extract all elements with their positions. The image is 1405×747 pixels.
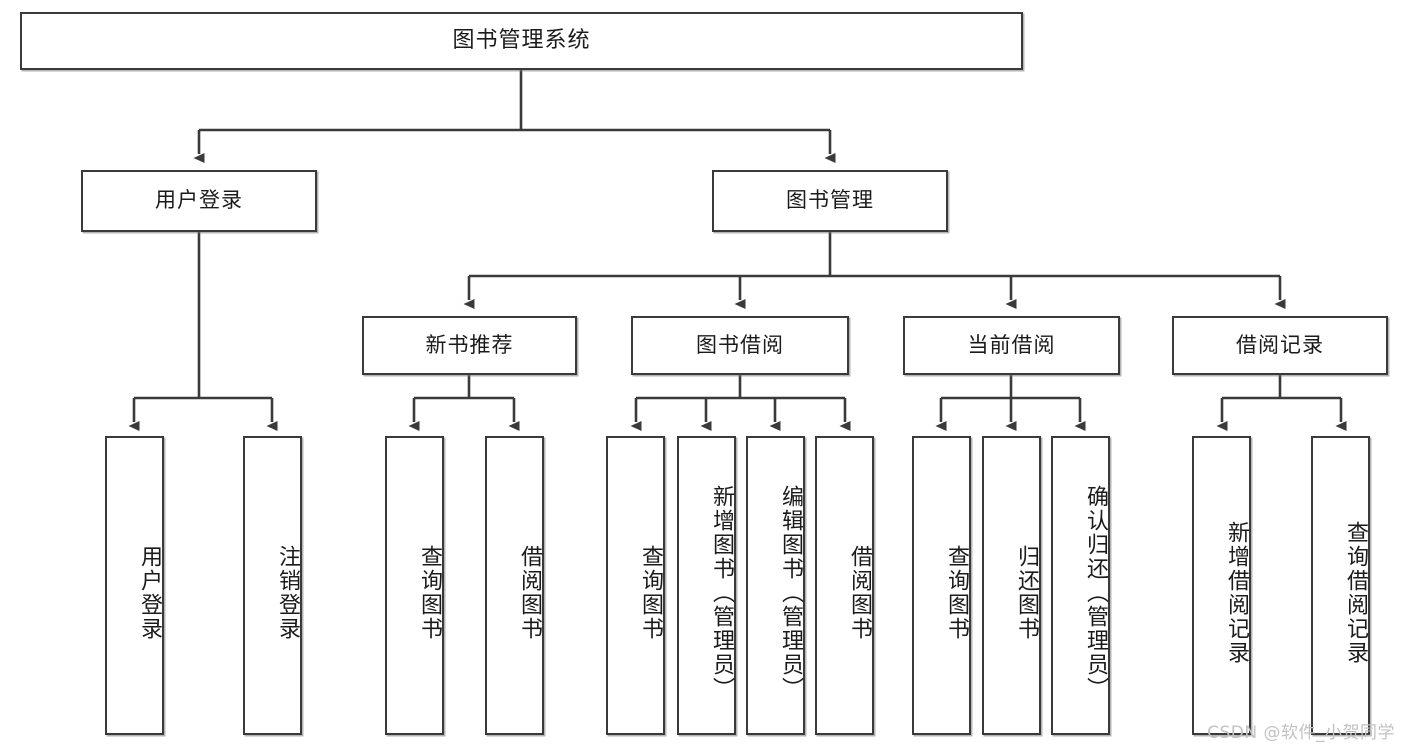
leaf-query-book-recommend[interactable]: 查询图书 <box>385 436 444 735</box>
leaf-return-book[interactable]: 归还图书 <box>982 436 1041 735</box>
node-label: 图书借阅 <box>696 332 784 357</box>
node-current-borrow[interactable]: 当前借阅 <box>903 316 1120 375</box>
node-label: 借阅记录 <box>1236 332 1324 357</box>
node-label: 当前借阅 <box>967 332 1056 357</box>
node-label: 查询借阅记录 <box>1343 520 1368 665</box>
node-label: 查询图书 <box>944 544 969 641</box>
leaf-logout-login[interactable]: 注销登录 <box>243 436 302 735</box>
leaf-confirm-return-admin[interactable]: 确认归还（管理员） <box>1051 436 1110 735</box>
node-new-book-recommend[interactable]: 新书推荐 <box>362 316 577 375</box>
node-label: 归还图书 <box>1014 544 1039 641</box>
leaf-add-borrow-record[interactable]: 新增借阅记录 <box>1192 436 1251 735</box>
leaf-edit-book-admin[interactable]: 编辑图书（管理员） <box>746 436 805 735</box>
node-label: 用户登录 <box>137 544 162 641</box>
node-label: 编辑图书（管理员） <box>778 484 803 701</box>
node-label: 查询图书 <box>638 544 663 641</box>
node-label: 注销登录 <box>275 544 300 641</box>
node-user-login[interactable]: 用户登录 <box>81 170 317 232</box>
leaf-borrow-book-recommend[interactable]: 借阅图书 <box>485 436 544 735</box>
node-label: 图书管理系统 <box>452 27 591 53</box>
leaf-query-book-current[interactable]: 查询图书 <box>912 436 971 735</box>
node-label: 新增借阅记录 <box>1224 520 1249 665</box>
leaf-borrow-book-borrow[interactable]: 借阅图书 <box>815 436 874 735</box>
node-label: 借阅图书 <box>517 544 542 641</box>
node-label: 借阅图书 <box>847 544 872 641</box>
node-root-book-management-system[interactable]: 图书管理系统 <box>20 12 1023 70</box>
leaf-user-login[interactable]: 用户登录 <box>105 436 164 735</box>
node-label: 图书管理 <box>786 188 874 213</box>
node-label: 新书推荐 <box>425 332 514 357</box>
node-label: 新增图书（管理员） <box>709 484 734 701</box>
node-label: 确认归还（管理员） <box>1083 484 1108 701</box>
csdn-watermark: CSDN @软件_小贺同学 <box>1207 723 1395 743</box>
leaf-query-borrow-record[interactable]: 查询借阅记录 <box>1311 436 1370 735</box>
leaf-add-book-admin[interactable]: 新增图书（管理员） <box>677 436 736 735</box>
node-borrow-record[interactable]: 借阅记录 <box>1172 316 1388 375</box>
node-label: 用户登录 <box>155 188 243 213</box>
node-book-management[interactable]: 图书管理 <box>712 170 948 232</box>
leaf-query-book-borrow[interactable]: 查询图书 <box>606 436 665 735</box>
node-label: 查询图书 <box>417 544 442 641</box>
node-book-borrow[interactable]: 图书借阅 <box>631 316 849 375</box>
